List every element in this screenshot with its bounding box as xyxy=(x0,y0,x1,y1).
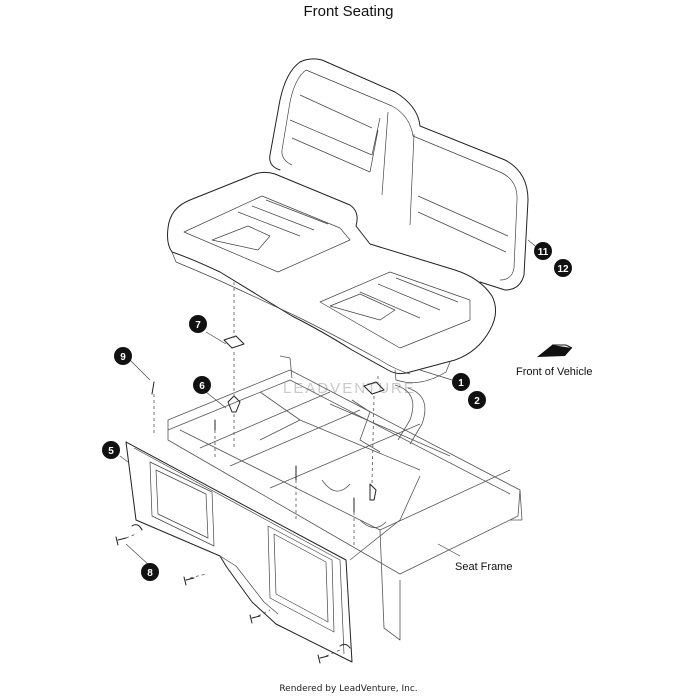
front-of-vehicle-label: Front of Vehicle xyxy=(516,366,592,378)
callout-2: 2 xyxy=(468,391,486,409)
callout-8-number: 8 xyxy=(147,568,153,579)
callout-7: 7 xyxy=(189,315,207,333)
callout-5-number: 5 xyxy=(108,446,114,457)
callout-5: 5 xyxy=(102,441,120,459)
callout-9-number: 9 xyxy=(120,352,126,363)
callout-8: 8 xyxy=(141,563,159,581)
seat-cushion xyxy=(167,171,496,383)
diagram-title: Front Seating xyxy=(303,3,394,20)
callout-7-number: 7 xyxy=(195,320,201,331)
front-direction-arrow-icon xyxy=(537,344,573,357)
callout-2-number: 2 xyxy=(474,396,480,407)
alignment-lines xyxy=(125,282,379,657)
panel-screws xyxy=(115,536,329,664)
callout-6-number: 6 xyxy=(199,381,205,392)
seat-frame xyxy=(167,355,523,641)
callout-1-number: 1 xyxy=(458,378,464,389)
callout-11-number: 11 xyxy=(538,247,549,258)
watermark: LEADVENTURE xyxy=(283,380,416,397)
rear-panel xyxy=(125,441,353,663)
callout-12: 12 xyxy=(554,259,572,277)
callout-9: 9 xyxy=(114,347,132,365)
seat-frame-label: Seat Frame xyxy=(455,561,512,573)
callout-11: 11 xyxy=(534,242,552,260)
footer-credit: Rendered by LeadVenture, Inc. xyxy=(279,684,418,694)
callout-6: 6 xyxy=(193,376,211,394)
seat-backrest xyxy=(269,58,529,291)
callout-1: 1 xyxy=(452,373,470,391)
callout-12-number: 12 xyxy=(557,264,569,275)
frame-fasteners xyxy=(151,335,385,513)
